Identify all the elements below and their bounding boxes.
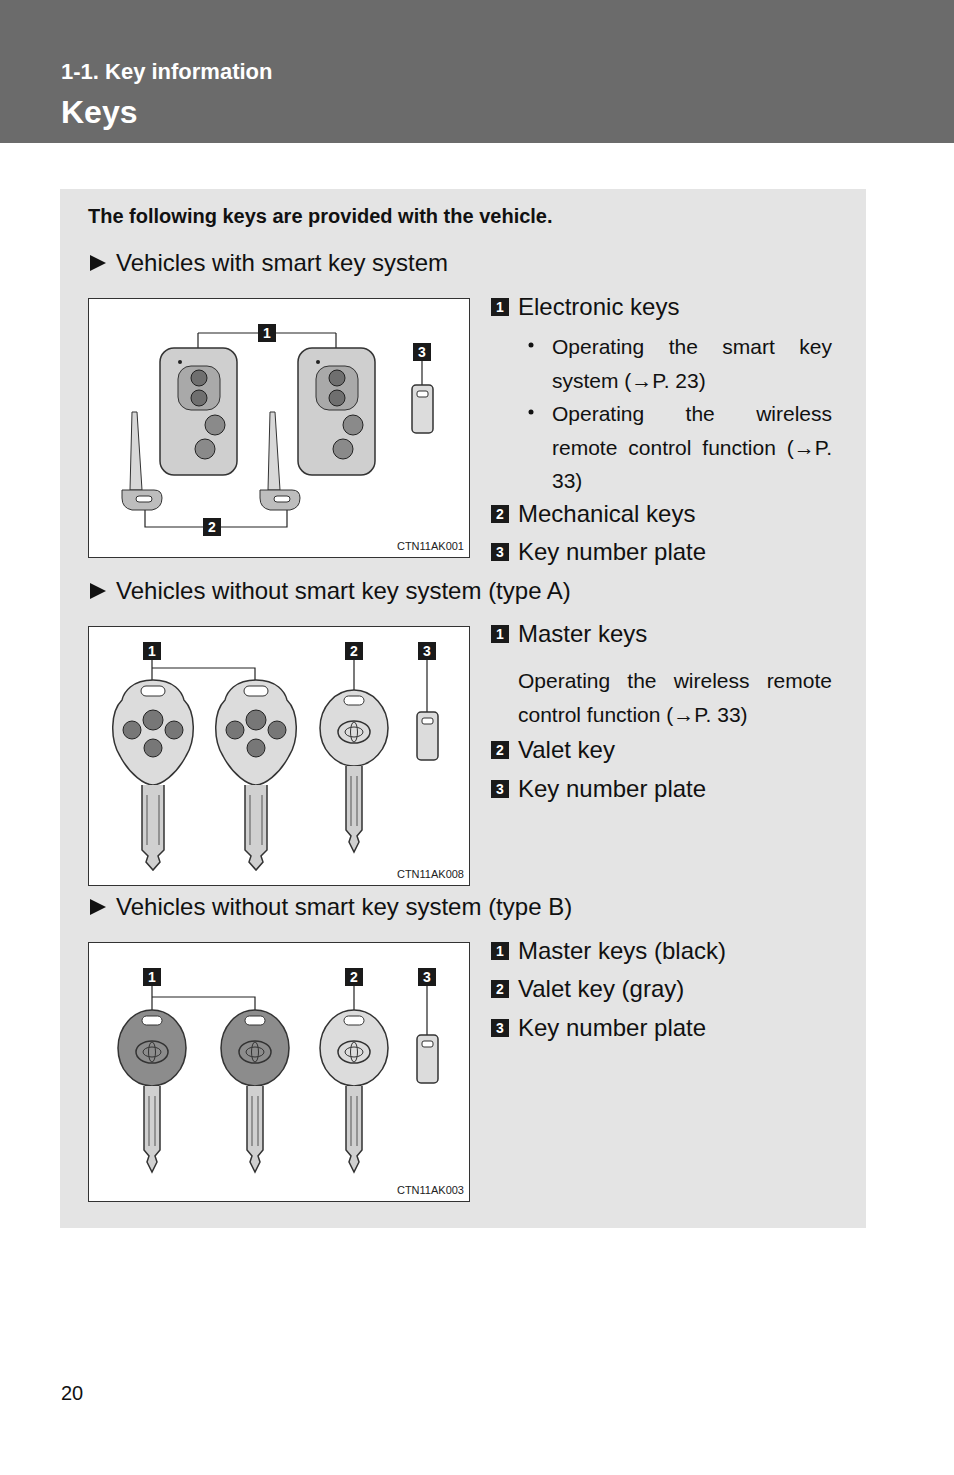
item-name: Master keys	[518, 619, 647, 649]
item-name: Key number plate	[518, 537, 706, 567]
callout-number: 3	[491, 1019, 509, 1037]
callout-number: 2	[491, 980, 509, 998]
page-title: Keys	[61, 92, 138, 132]
item-name: Mechanical keys	[518, 499, 695, 529]
section-heading: Vehicles with smart key system	[116, 248, 448, 278]
callout-number: 1	[491, 298, 509, 316]
callout-number: 1	[491, 942, 509, 960]
intro-text: The following keys are provided with the…	[88, 204, 553, 229]
item-name: Key number plate	[518, 774, 706, 804]
callout-number: 3	[418, 968, 436, 986]
section-heading: Vehicles without smart key system (type …	[116, 576, 571, 606]
item-note: Operating the wireless remote control fu…	[552, 397, 832, 498]
item-name: Key number plate	[518, 1013, 706, 1043]
section-number: 1-1. Key information	[61, 58, 272, 86]
callout-number: 2	[491, 505, 509, 523]
callout-number: 1	[258, 324, 276, 342]
callout-number: 2	[345, 642, 363, 660]
callout-number: 3	[413, 343, 431, 361]
item-note: Operating the smart key system (→P. 23)	[552, 330, 832, 397]
callout-number: 1	[143, 968, 161, 986]
item-note: Operating the wireless remote control fu…	[518, 664, 832, 731]
section-heading: Vehicles without smart key system (type …	[116, 892, 572, 922]
callout-number: 1	[491, 625, 509, 643]
callout-number: 3	[491, 780, 509, 798]
callout-number: 1	[143, 642, 161, 660]
item-name: Valet key (gray)	[518, 974, 684, 1004]
callout-number: 3	[418, 642, 436, 660]
page-number: 20	[61, 1381, 83, 1406]
item-name: Electronic keys	[518, 292, 679, 322]
figure-code: CTN11AK001	[397, 540, 464, 554]
callout-number: 2	[491, 741, 509, 759]
illustration-frame: CTN11AK001	[88, 298, 470, 558]
callout-number: 2	[345, 968, 363, 986]
item-name: Master keys (black)	[518, 936, 726, 966]
figure-code: CTN11AK008	[397, 868, 464, 882]
figure-code: CTN11AK003	[397, 1184, 464, 1198]
item-name: Valet key	[518, 735, 615, 765]
illustration-frame: CTN11AK008	[88, 626, 470, 886]
callout-number: 2	[203, 518, 221, 536]
header-band: 1-1. Key informationKeys	[0, 0, 954, 143]
callout-number: 3	[491, 543, 509, 561]
